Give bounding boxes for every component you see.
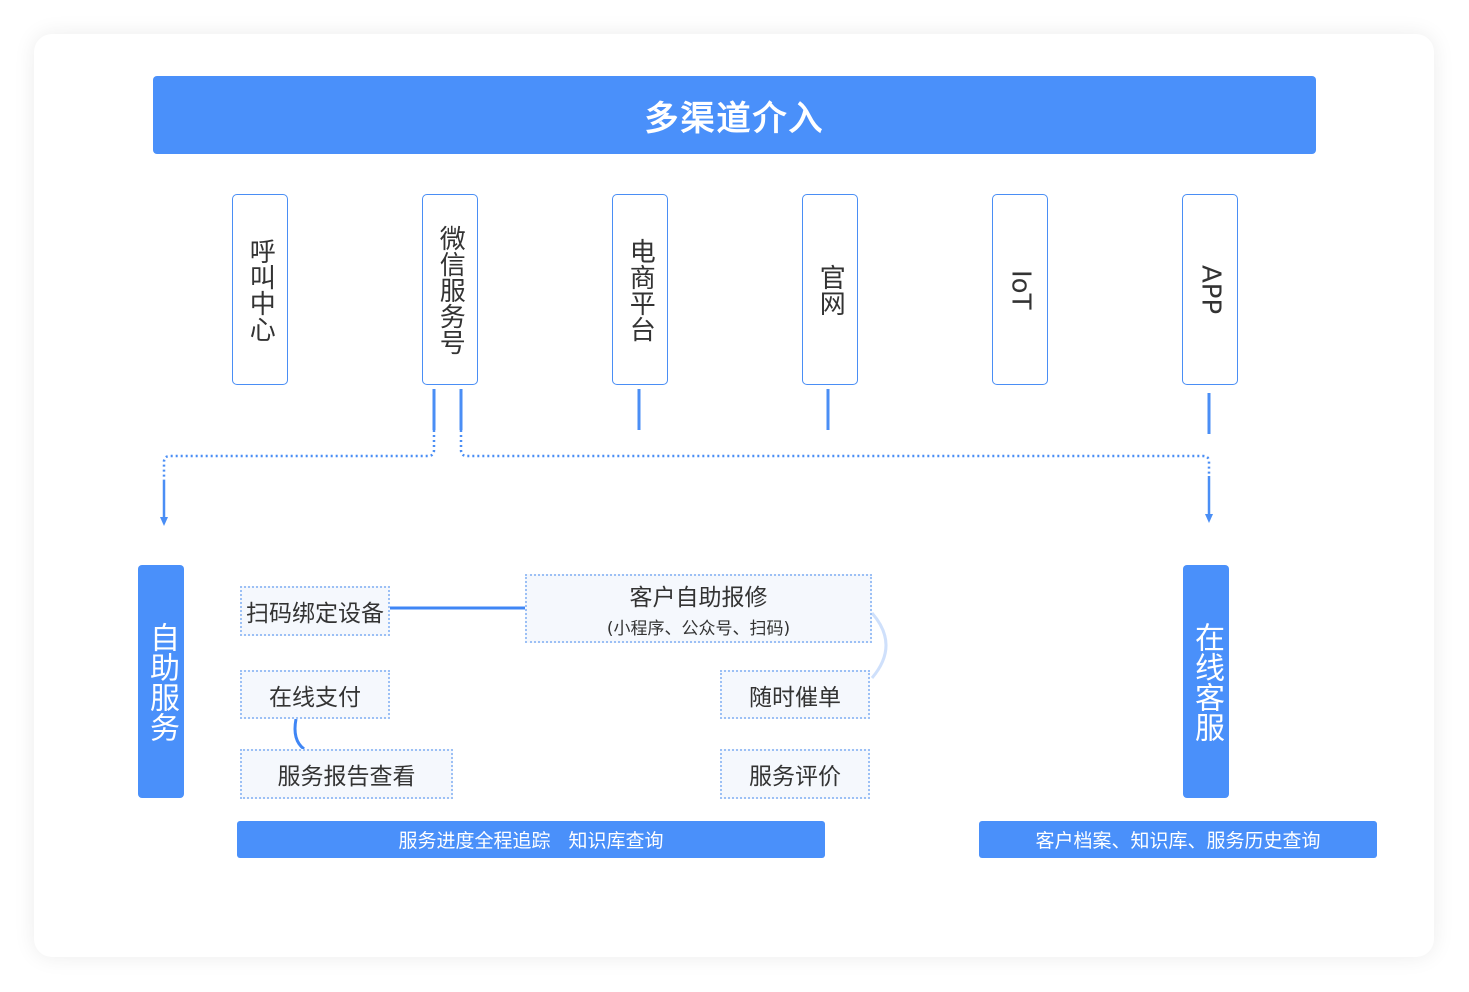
channel-iot: IoT <box>992 194 1048 385</box>
node-service-rating: 服务评价 <box>720 749 870 799</box>
node-online-payment: 在线支付 <box>240 670 390 719</box>
node-label: 服务报告查看 <box>277 764 416 790</box>
dotted-path-to-self-service <box>162 430 436 480</box>
node-self-repair: 客户自助报修 (小程序、公众号、扫码) <box>525 574 872 643</box>
node-label: 客户自助报修 <box>629 585 768 611</box>
line-repair-urge <box>870 612 888 679</box>
online-service-footer: 客户档案、知识库、服务历史查询 <box>979 821 1377 858</box>
channel-website: 官网 <box>802 194 858 385</box>
diagram-card <box>34 34 1434 957</box>
node-urge-order: 随时催单 <box>720 670 870 719</box>
line-pay-report <box>293 718 305 751</box>
channel-call-center: 呼叫中心 <box>232 194 288 385</box>
channel-wechat: 微信服务号 <box>422 194 478 385</box>
channel-ecommerce: 电商平台 <box>612 194 668 385</box>
node-label: 扫码绑定设备 <box>246 601 384 627</box>
online-service-bar: 在线客服 <box>1183 565 1229 798</box>
node-service-report: 服务报告查看 <box>240 749 453 799</box>
node-bind-device: 扫码绑定设备 <box>240 586 390 636</box>
self-service-footer: 服务进度全程追踪 知识库查询 <box>237 821 825 858</box>
node-label: 随时催单 <box>749 684 841 711</box>
channel-app: APP <box>1182 194 1238 385</box>
node-label: 服务评价 <box>749 764 841 790</box>
self-service-bar: 自助服务 <box>138 565 184 798</box>
header-multichannel-access: 多渠道介入 <box>153 76 1316 154</box>
node-sublabel: (小程序、公众号、扫码) <box>606 619 791 639</box>
dotted-path-to-online-service <box>459 430 1211 476</box>
node-label: 在线支付 <box>269 684 361 711</box>
